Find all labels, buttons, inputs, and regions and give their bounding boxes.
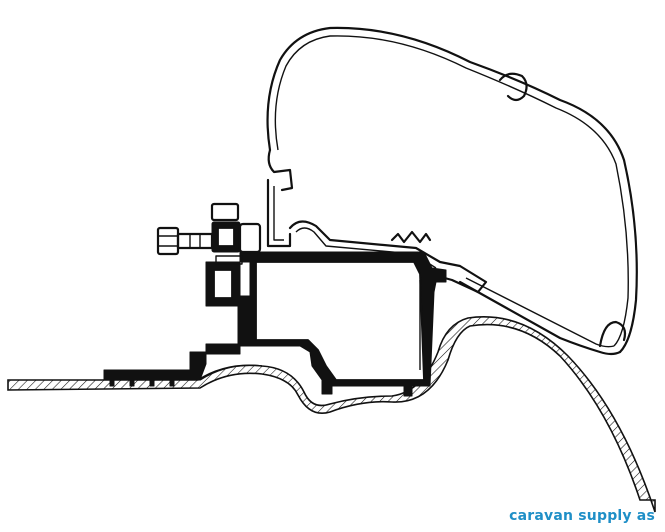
- foot-teeth: [109, 379, 175, 387]
- vehicle-roof-panel: [7, 316, 656, 513]
- casing-hook-top: [498, 72, 528, 102]
- adapter-top-lip: [288, 220, 488, 294]
- adapter-foot-flange: [103, 343, 241, 381]
- roof-inner-line: [199, 364, 263, 381]
- adapter-body-cavity: [255, 261, 425, 381]
- awning-casing-bottom-inner: [465, 277, 615, 348]
- awning-casing-outer: [266, 26, 638, 354]
- casing-hook-bottom: [598, 320, 627, 348]
- adapter-top-lip-inner: [295, 227, 437, 269]
- watermark-logo-text: caravan supply as: [509, 508, 655, 524]
- washer-icon: [215, 222, 262, 265]
- adapter-clip: [390, 230, 432, 244]
- awning-casing-bottom: [458, 280, 622, 356]
- awning-rail-upright: [266, 178, 292, 248]
- adapter-stem: [237, 295, 251, 347]
- awning-rail-upright-inner: [273, 186, 284, 241]
- casing-rail-hook: [267, 148, 294, 192]
- nut-icon: [210, 202, 241, 253]
- clamp-bracket-slot: [213, 269, 233, 299]
- bolt-icon: [156, 226, 214, 256]
- awning-casing-inner: [274, 35, 629, 347]
